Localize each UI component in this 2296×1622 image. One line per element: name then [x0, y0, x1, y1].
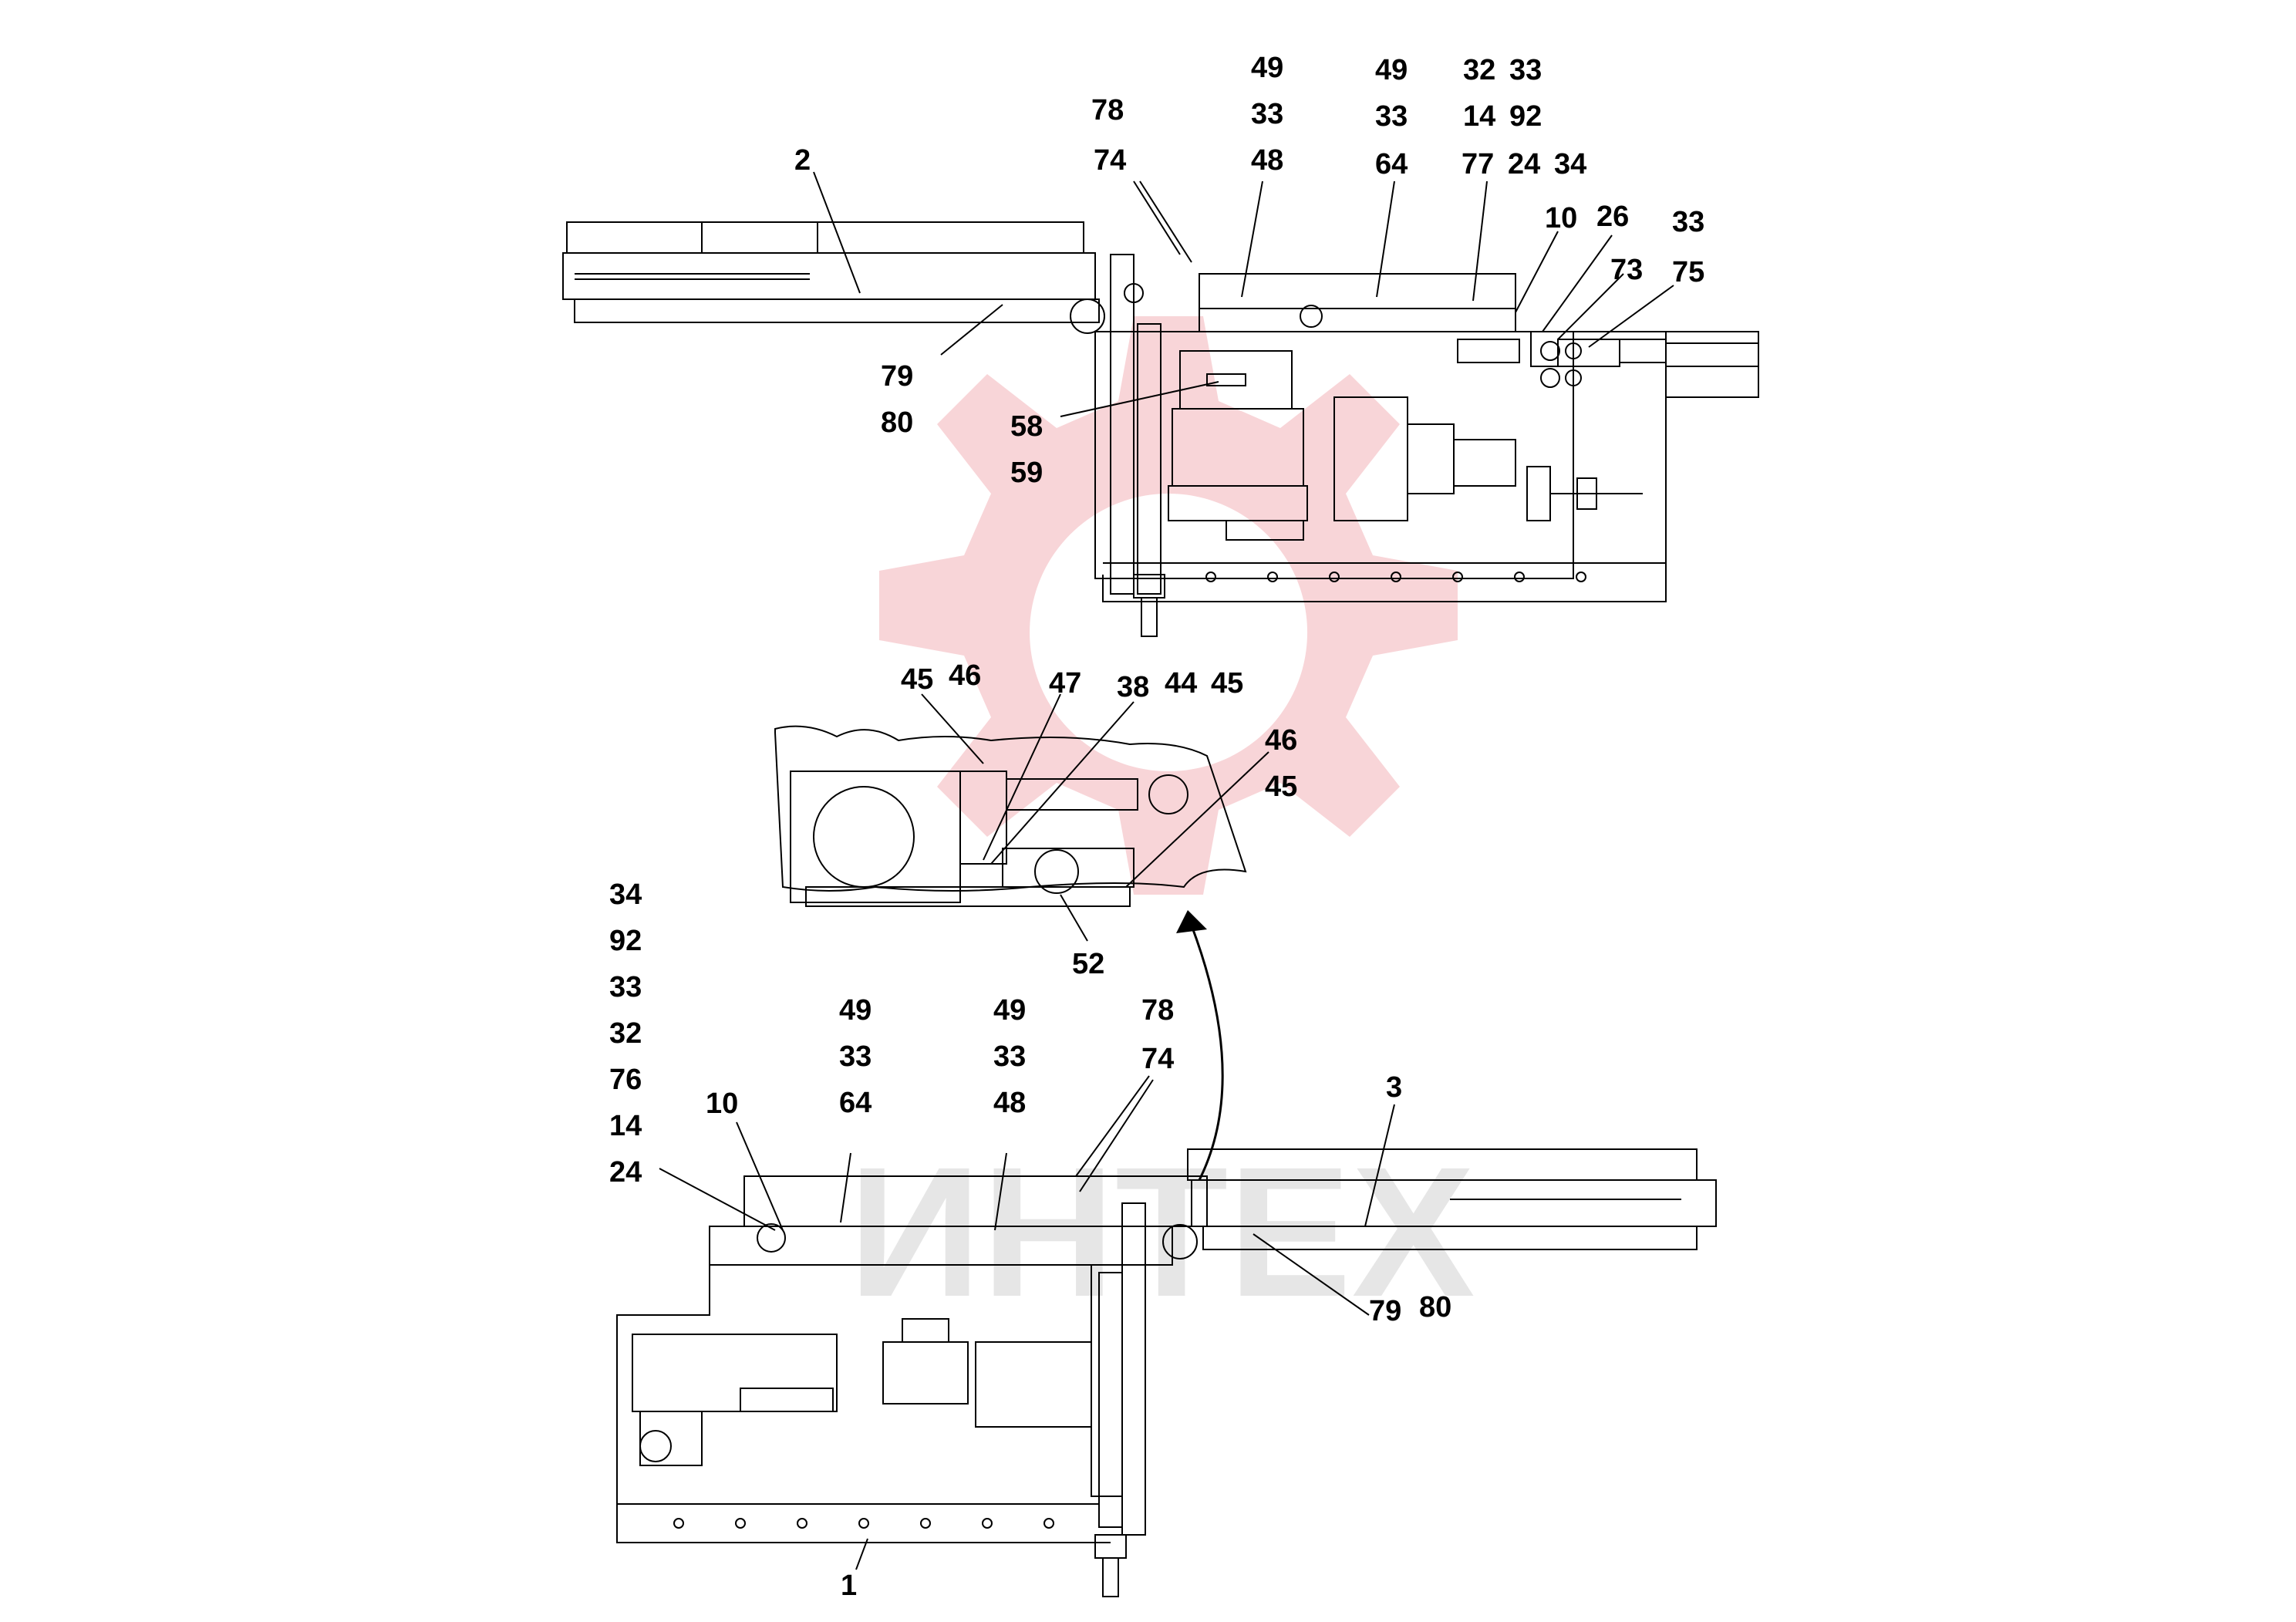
label-79: 79 [881, 360, 913, 393]
label-26: 26 [1596, 201, 1629, 233]
label-75: 75 [1672, 256, 1704, 288]
label-14: 14 [609, 1110, 642, 1142]
label-33: 33 [993, 1040, 1026, 1073]
label-33: 33 [1672, 206, 1704, 238]
label-33: 33 [1375, 100, 1408, 133]
label-33: 33 [1251, 98, 1283, 130]
bottom-leader-lines [659, 1075, 1395, 1570]
label-76: 76 [609, 1064, 642, 1096]
label-46: 46 [1265, 724, 1297, 757]
label-52: 52 [1072, 948, 1104, 980]
label-58: 58 [1010, 410, 1043, 443]
label-73: 73 [1610, 254, 1643, 286]
detail-view [774, 725, 1247, 907]
label-78: 78 [1091, 94, 1124, 126]
label-14: 14 [1463, 100, 1495, 133]
label-24: 24 [609, 1156, 642, 1189]
label-32: 32 [609, 1017, 642, 1050]
label-32: 32 [1463, 54, 1495, 86]
label-33: 33 [839, 1040, 872, 1073]
label-49: 49 [993, 994, 1026, 1027]
label-79: 79 [1369, 1295, 1401, 1327]
label-45: 45 [1211, 667, 1243, 700]
label-34: 34 [609, 878, 642, 911]
label-49: 49 [839, 994, 872, 1027]
label-80: 80 [881, 406, 913, 439]
top-view-labels: 2 78 74 49 33 48 49 33 64 32 14 77 33 92… [794, 52, 1704, 489]
label-47: 47 [1049, 667, 1081, 700]
label-64: 64 [839, 1087, 872, 1119]
detail-labels: 45 46 47 38 44 45 46 45 52 [901, 659, 1297, 980]
label-49: 49 [1375, 54, 1408, 86]
label-74: 74 [1094, 144, 1126, 177]
label-59: 59 [1010, 457, 1043, 489]
label-24: 24 [1508, 148, 1540, 180]
watermark-gear-icon [879, 316, 1458, 895]
label-80: 80 [1419, 1291, 1451, 1324]
label-74: 74 [1141, 1043, 1174, 1075]
label-77: 77 [1462, 148, 1494, 180]
label-64: 64 [1375, 148, 1408, 180]
label-45: 45 [901, 663, 933, 696]
label-38: 38 [1117, 671, 1149, 703]
label-48: 48 [993, 1087, 1026, 1119]
label-34: 34 [1554, 148, 1586, 180]
label-2: 2 [794, 144, 811, 177]
watermark-text: ИНТЕХ [848, 1128, 1475, 1335]
bottom-view-labels: 34 92 33 32 76 14 24 10 49 33 64 49 33 4… [609, 878, 1451, 1602]
top-leader-lines [813, 171, 1674, 417]
label-44: 44 [1165, 667, 1197, 700]
label-10: 10 [706, 1088, 738, 1120]
label-92: 92 [1509, 100, 1542, 133]
label-33: 33 [1509, 54, 1542, 86]
label-48: 48 [1251, 144, 1283, 177]
label-33: 33 [609, 971, 642, 1003]
label-45: 45 [1265, 771, 1297, 803]
label-78: 78 [1141, 994, 1174, 1027]
label-46: 46 [949, 659, 981, 692]
bottom-assembly-view [616, 1148, 1717, 1597]
top-assembly-view [562, 221, 1759, 637]
reference-arrow-icon [1176, 910, 1224, 1181]
label-1: 1 [841, 1570, 857, 1602]
label-10: 10 [1545, 202, 1577, 234]
label-92: 92 [609, 925, 642, 957]
detail-leader-lines [921, 693, 1269, 942]
label-49: 49 [1251, 52, 1283, 84]
label-3: 3 [1386, 1071, 1402, 1104]
